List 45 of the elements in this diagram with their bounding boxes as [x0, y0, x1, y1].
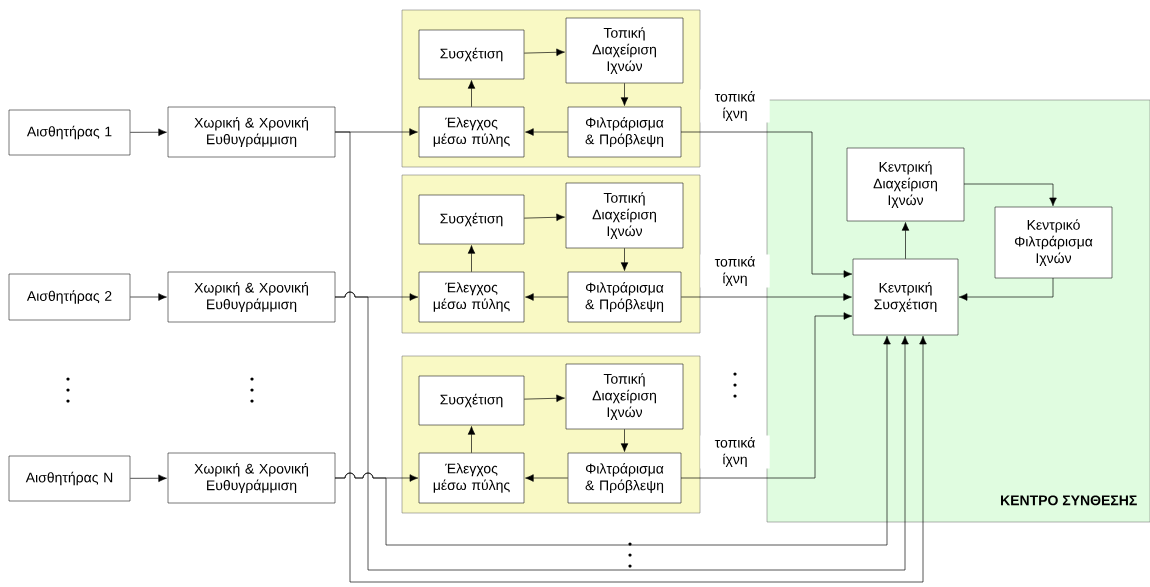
- edge-label: τοπικά ίχνη: [700, 89, 770, 123]
- process-box: Αισθητήρας N: [8, 455, 131, 502]
- arrow: [467, 80, 476, 108]
- arrow: [129, 128, 167, 136]
- arrow: [680, 293, 852, 301]
- arrow: [523, 48, 565, 56]
- arrow: [525, 474, 569, 482]
- arrow: [620, 247, 629, 271]
- arrow: [467, 245, 476, 273]
- process-box: Αισθητήρας 1: [8, 109, 131, 156]
- process-box: Χωρική & Χρονική Ευθυγράμμιση: [167, 452, 336, 504]
- arrow: [129, 293, 167, 301]
- arrow: [680, 131, 853, 278]
- arrow: [680, 312, 853, 479]
- process-box: Έλεγχος μέσω πύλης: [418, 106, 525, 158]
- process-box: Τοπική Διαχείριση Ιχνών: [565, 17, 684, 84]
- process-box: Κεντρικό Φιλτράρισμα Ιχνών: [994, 206, 1113, 279]
- process-box: Κεντρική Διαχείριση Ιχνών: [846, 147, 965, 222]
- arrow: [467, 426, 476, 454]
- arrow: [901, 222, 910, 260]
- arrow: [620, 428, 629, 452]
- edge-label: τοπικά ίχνη: [700, 254, 770, 288]
- process-box: Έλεγχος μέσω πύλης: [418, 452, 525, 504]
- process-box: Φιλτράρισμα & Πρόβλεψη: [567, 452, 682, 504]
- process-box: Χωρική & Χρονική Ευθυγράμμιση: [167, 106, 336, 158]
- process-box: Φιλτράρισμα & Πρόβλεψη: [567, 271, 682, 323]
- arrow: [525, 128, 569, 136]
- edge-label: τοπικά ίχνη: [700, 435, 770, 469]
- process-box: Κεντρική Συσχέτιση: [852, 258, 959, 336]
- process-box: Συσχέτιση: [418, 29, 525, 80]
- process-box: Έλεγχος μέσω πύλης: [418, 271, 525, 323]
- arrow: [620, 82, 629, 106]
- arrow: [129, 474, 167, 482]
- arrow: [958, 277, 1054, 301]
- process-box: Φιλτράρισμα & Πρόβλεψη: [567, 106, 682, 158]
- process-box: Τοπική Διαχείριση Ιχνών: [565, 363, 684, 430]
- process-box: Συσχέτιση: [418, 194, 525, 245]
- arrow: [523, 394, 565, 402]
- process-box: Συσχέτιση: [418, 375, 525, 426]
- process-box: Τοπική Διαχείριση Ιχνών: [565, 182, 684, 249]
- arrow: [963, 183, 1057, 207]
- process-box: Αισθητήρας 2: [8, 273, 131, 321]
- process-box: Χωρική & Χρονική Ευθυγράμμιση: [167, 271, 336, 323]
- arrow: [525, 293, 569, 301]
- arrow: [523, 213, 565, 221]
